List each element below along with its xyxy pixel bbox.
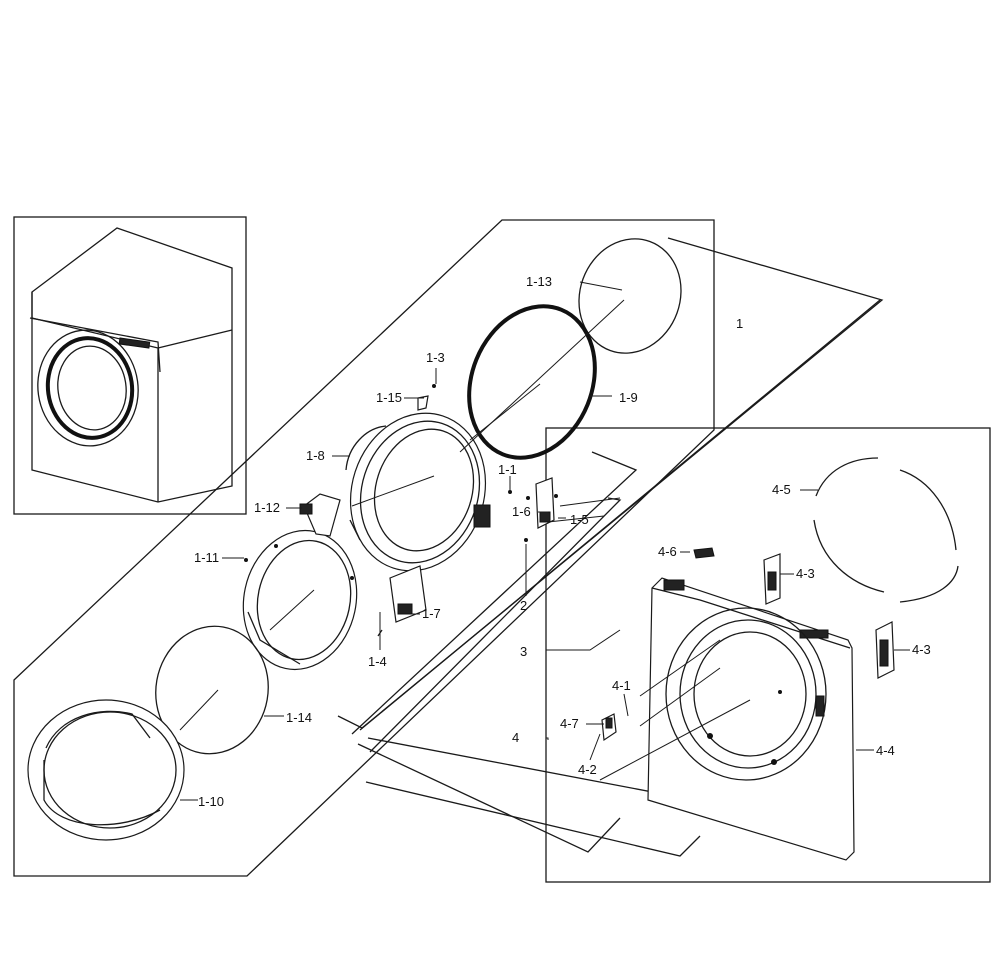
label-1: 1 [736, 316, 743, 331]
label-1-10: 1-10 [198, 794, 224, 809]
label-4-5: 4-5 [772, 482, 791, 497]
part-bracket-4-3a [763, 553, 781, 605]
label-1-6: 1-6 [512, 504, 531, 519]
label-3: 3 [520, 644, 527, 659]
leader-lines [179, 281, 910, 801]
label-4-7: 4-7 [560, 716, 579, 731]
part-ring-4-5 [813, 457, 959, 603]
part-door-frame [345, 412, 491, 572]
part-inner-door-ring [242, 529, 358, 671]
front-panel-box [545, 427, 991, 883]
label-4-4: 4-4 [876, 743, 895, 758]
part-screw-1-3 [432, 384, 436, 388]
part-labels: 1 1-13 1-9 1-3 1-15 1-8 1-12 1-1 1-6 1-5… [194, 274, 931, 809]
label-1-4: 1-4 [368, 654, 387, 669]
part-hinge-1-7 [377, 565, 427, 637]
label-4-3-lower: 4-3 [912, 642, 931, 657]
part-bracket-4-3b [875, 621, 895, 679]
part-outer-door [27, 699, 185, 841]
label-1-7: 1-7 [422, 606, 441, 621]
washer-overview-inset [13, 216, 247, 515]
label-4-1: 4-1 [612, 678, 631, 693]
door-assembly-panel [13, 219, 715, 877]
part-door-gasket [467, 304, 597, 460]
label-1-1: 1-1 [498, 462, 517, 477]
part-screw-1-1 [508, 490, 512, 494]
label-4: 4 [512, 730, 519, 745]
part-screw-1-15 [417, 395, 429, 411]
part-latch-1-6 [526, 477, 558, 529]
label-4-2: 4-2 [578, 762, 597, 777]
part-screw-2 [524, 538, 528, 542]
label-1-12: 1-12 [254, 500, 280, 515]
label-1-8: 1-8 [306, 448, 325, 463]
label-1-11: 1-11 [194, 550, 219, 565]
label-1-14: 1-14 [286, 710, 312, 725]
part-hinge-1-12 [299, 493, 341, 537]
label-4-6: 4-6 [658, 544, 677, 559]
part-clip-4-6 [693, 547, 715, 559]
part-lock-4-7 [601, 713, 617, 742]
label-2: 2 [520, 598, 527, 613]
label-1-5: 1-5 [570, 512, 589, 527]
label-1-15: 1-15 [376, 390, 402, 405]
part-front-panel [647, 577, 855, 861]
label-4-3-upper: 4-3 [796, 566, 815, 581]
label-1-13: 1-13 [526, 274, 552, 289]
part-door-seal [155, 625, 269, 755]
label-1-3: 1-3 [426, 350, 445, 365]
part-door-glass [578, 238, 682, 354]
label-1-9: 1-9 [619, 390, 638, 405]
